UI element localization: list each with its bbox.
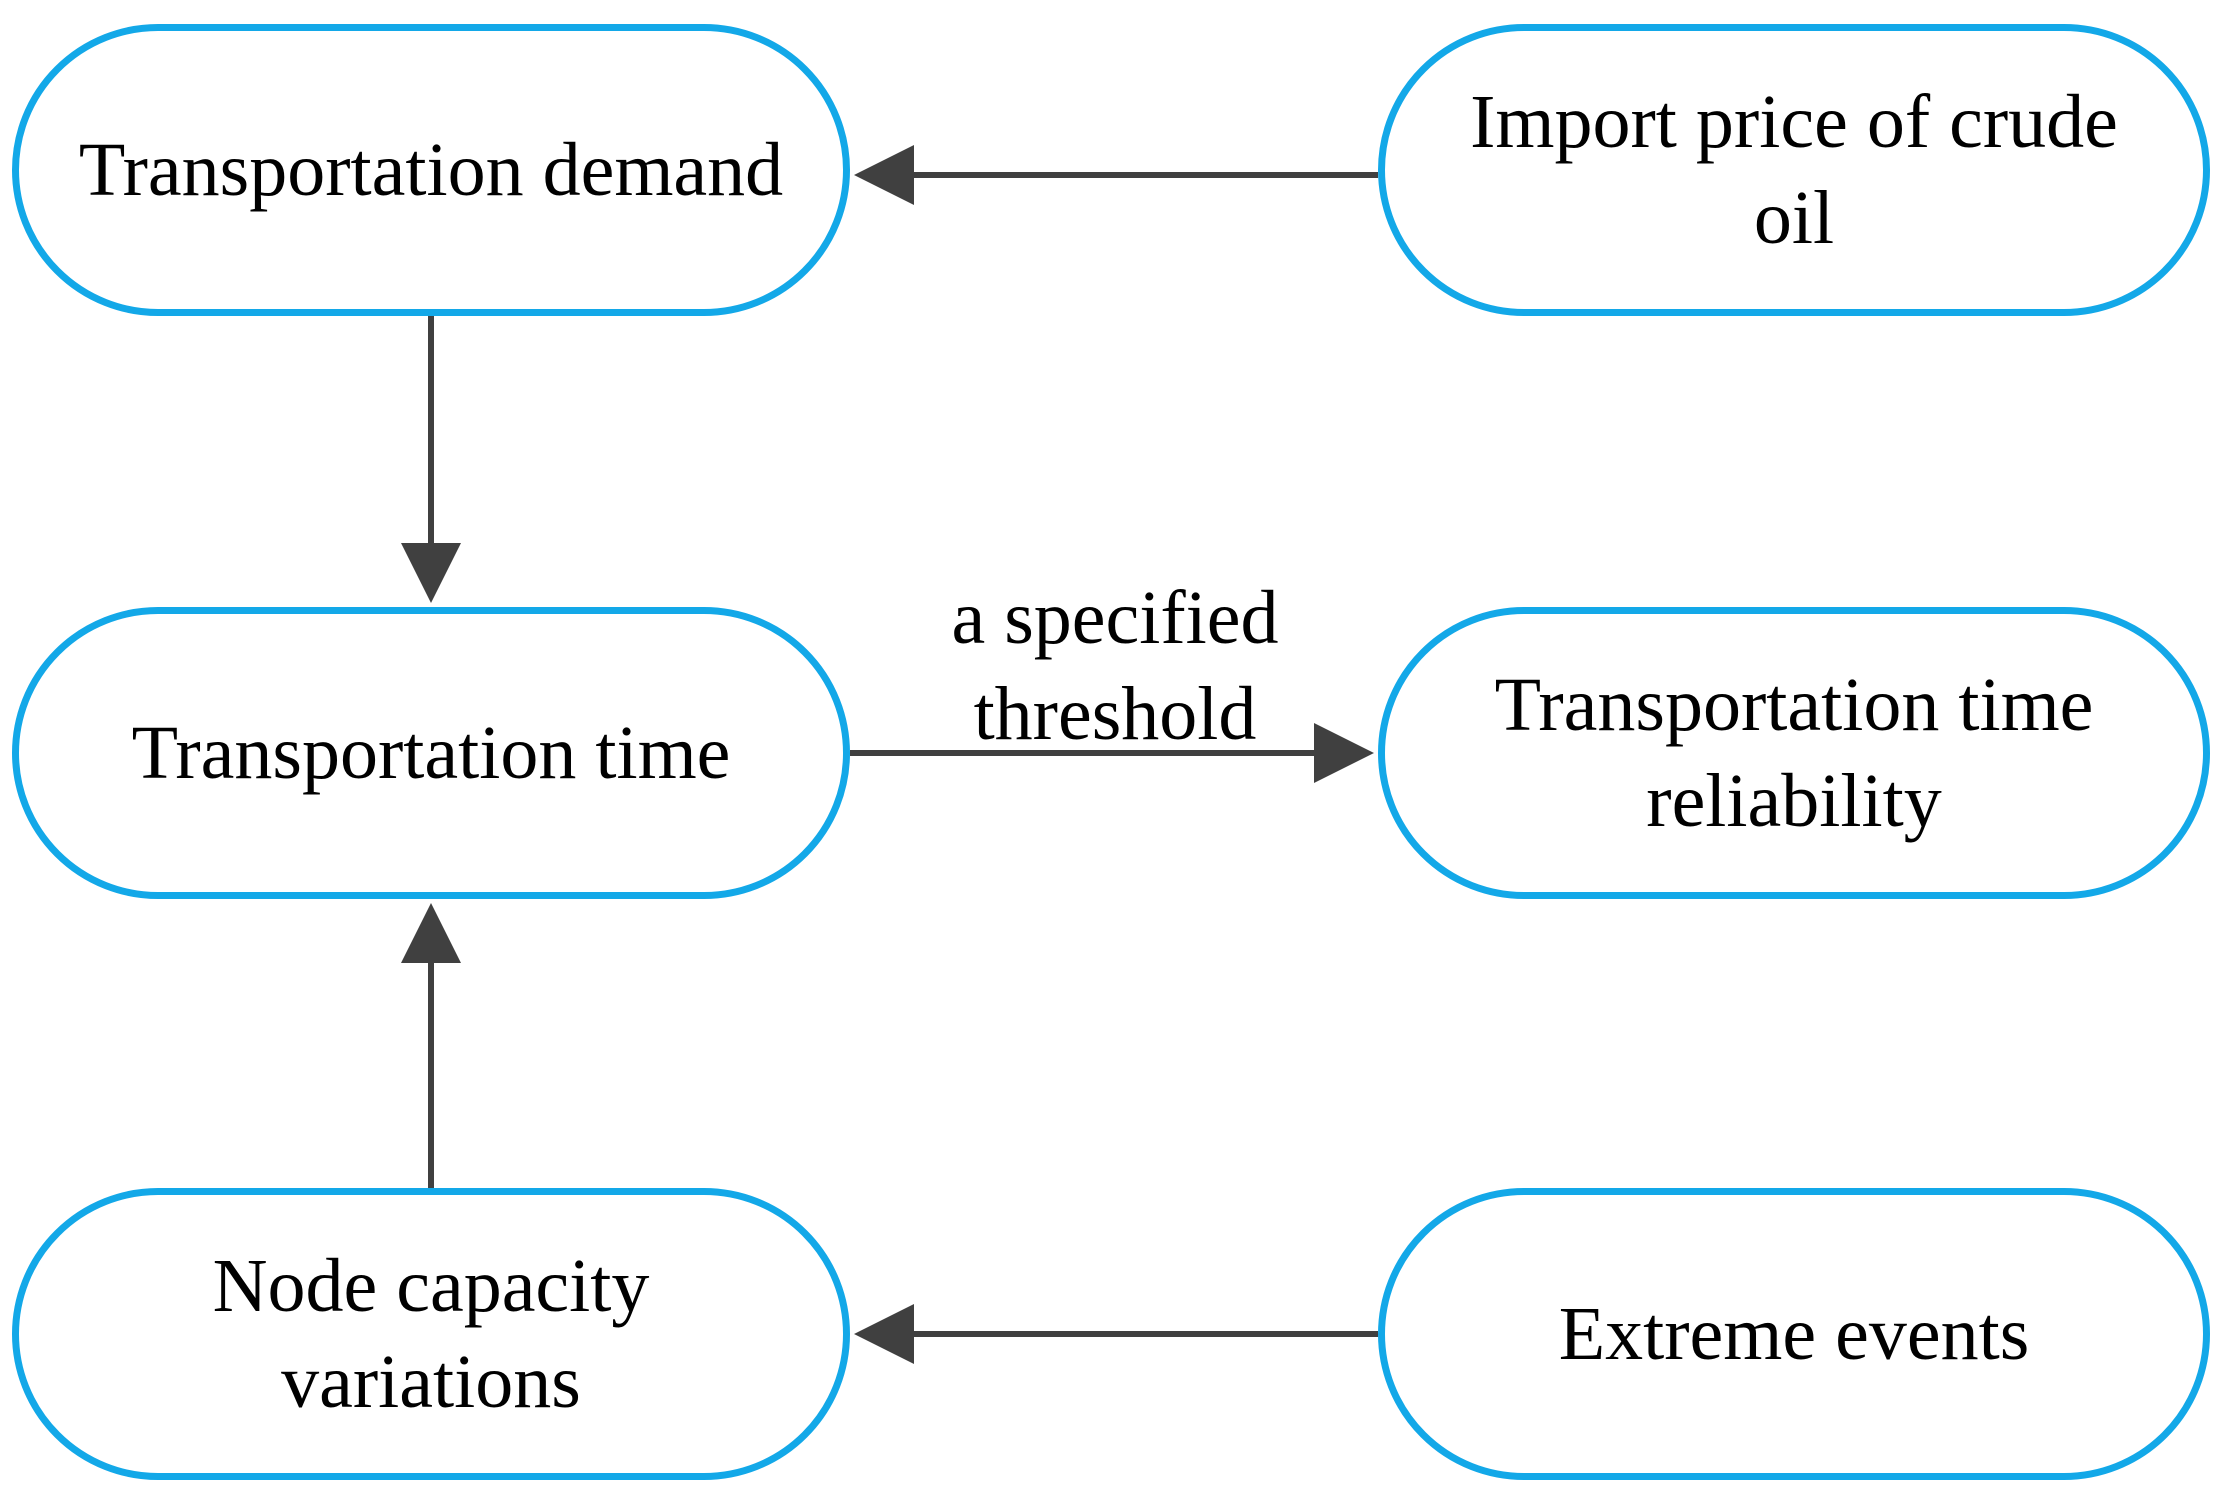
threshold-edge-label: a specified threshold	[951, 576, 1279, 756]
node-label: Node capacity variations	[212, 1244, 650, 1424]
node-time-reliability: Transportation time reliability	[1378, 607, 2210, 899]
node-label: Import price of crude oil	[1470, 80, 2118, 260]
node-label: Transportation time	[131, 711, 731, 795]
node-transportation-demand: Transportation demand	[12, 24, 850, 316]
node-transportation-time: Transportation time	[12, 607, 850, 899]
node-extreme-events: Extreme events	[1378, 1188, 2210, 1480]
node-label: Extreme events	[1558, 1292, 2030, 1376]
node-label: Transportation demand	[78, 128, 784, 212]
node-label: Transportation time reliability	[1494, 663, 2094, 843]
node-import-price: Import price of crude oil	[1378, 24, 2210, 316]
node-capacity-variations: Node capacity variations	[12, 1188, 850, 1480]
